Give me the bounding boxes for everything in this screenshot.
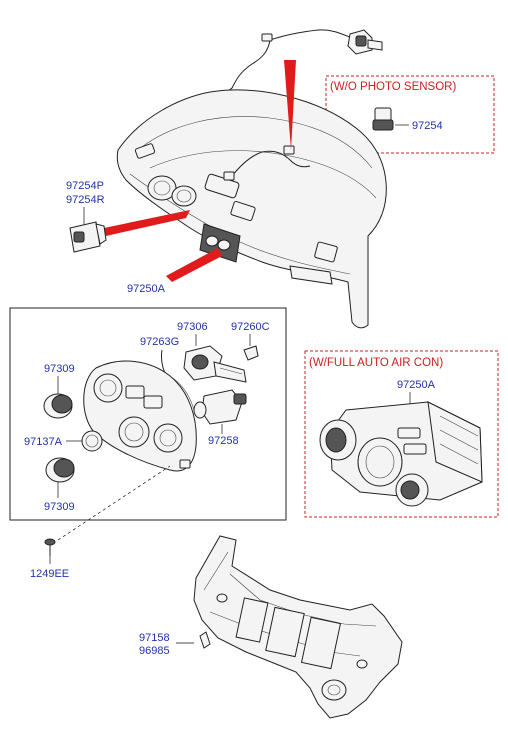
label-clip-97260c: 97260C — [231, 321, 270, 333]
label-screw: 1249EE — [30, 568, 69, 580]
label-auto-unit: 97250A — [397, 379, 436, 391]
arrow-control — [166, 248, 222, 282]
actuator-97258-drawing — [193, 389, 247, 434]
actuator-97306-drawing — [183, 334, 247, 383]
control-panel-drawing — [83, 360, 197, 472]
knob-top-drawing — [43, 393, 73, 419]
label-knob-bottom: 97309 — [44, 501, 75, 513]
label-actuator-97258: 97258 — [208, 435, 239, 447]
label-control-assy: 97250A — [127, 283, 166, 295]
knob-bottom-drawing — [45, 457, 75, 483]
label-knob-mid: 97137A — [24, 436, 63, 448]
clip-97260c-drawing — [243, 334, 259, 361]
label-cable-97263g: 97263G — [140, 336, 179, 348]
label-bottom-96985: 96985 — [139, 645, 170, 657]
callout-arrows — [104, 60, 296, 282]
photo-sensor-drawing — [372, 107, 409, 131]
control-assembly-box — [9, 307, 287, 521]
label-switch-r: 97254R — [66, 194, 105, 206]
switch-drawing — [69, 221, 107, 253]
label-photo-sensor: 97254 — [412, 120, 443, 132]
label-knob-top: 97309 — [44, 363, 75, 375]
label-bottom-97158: 97158 — [139, 632, 170, 644]
carrier-frame-drawing — [193, 535, 403, 719]
arrow-switch — [104, 210, 190, 236]
auto-aircon-box — [304, 350, 499, 518]
screw-drawing — [44, 465, 171, 564]
note-wfull-auto-air: (W/FULL AUTO AIR CON) — [309, 357, 443, 369]
note-wo-photo-sensor: (W/O PHOTO SENSOR) — [330, 81, 456, 93]
knob-mid-drawing — [81, 430, 103, 452]
arrow-harness — [284, 60, 296, 150]
label-actuator-97306: 97306 — [177, 321, 208, 333]
label-switch-p: 97254P — [66, 180, 104, 192]
auto-unit-drawing — [319, 401, 483, 507]
